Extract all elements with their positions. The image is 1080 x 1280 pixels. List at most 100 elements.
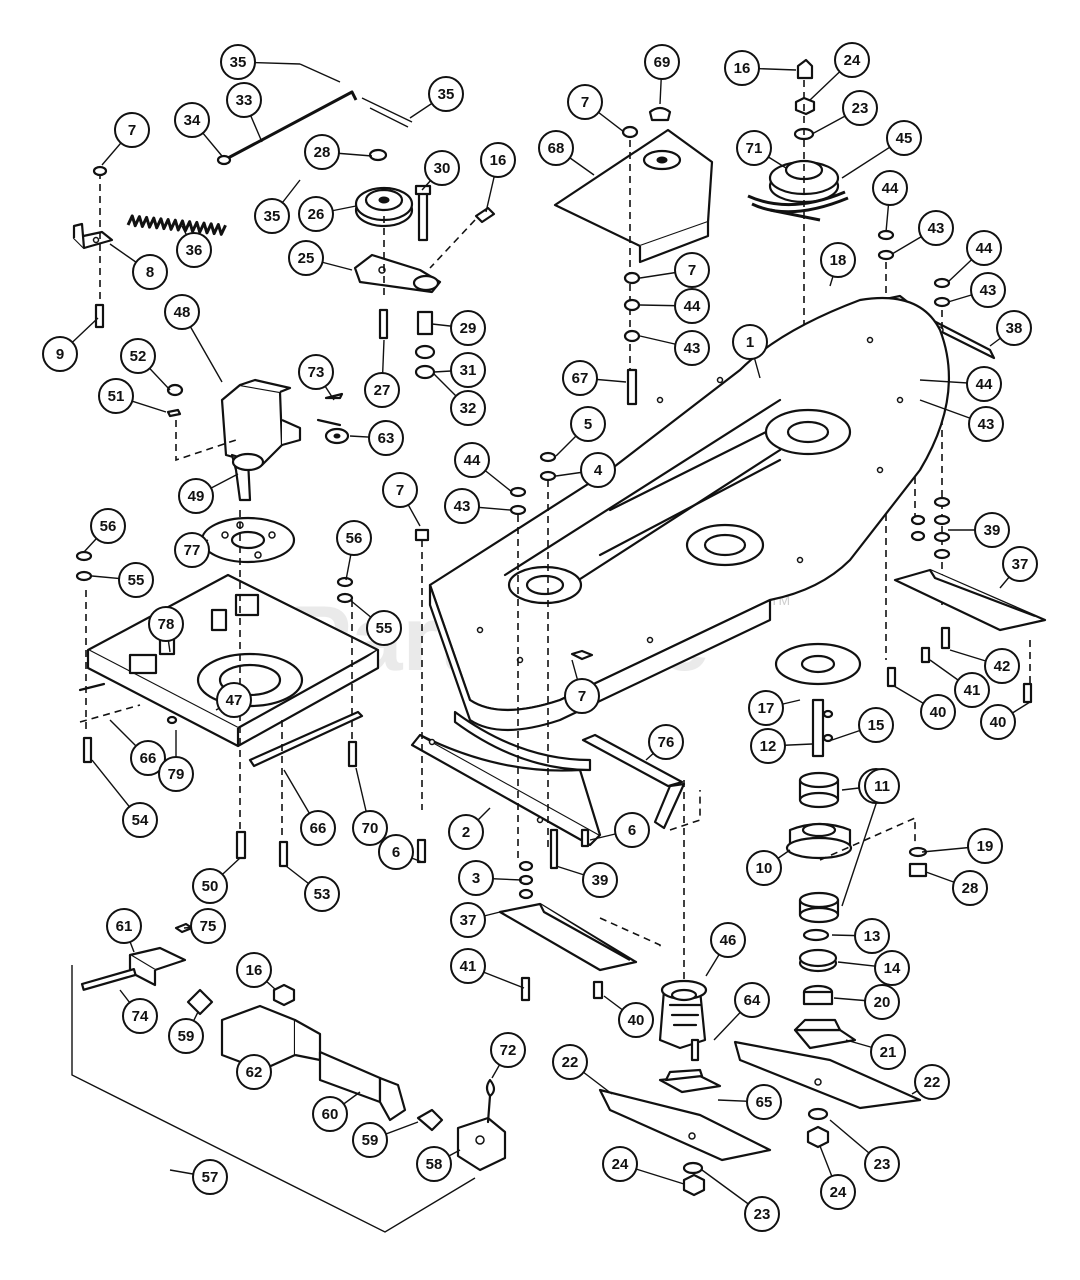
callout-circle [854, 918, 890, 954]
callout-number: 18 [830, 252, 847, 269]
callout-number: 3 [472, 870, 480, 887]
callout-4: 4 [555, 452, 616, 488]
callout-37: 37 [450, 902, 501, 938]
callout-circle [220, 44, 256, 80]
callout-circle [130, 740, 166, 776]
callout-number: 5 [584, 416, 592, 433]
callout-number: 33 [236, 92, 253, 109]
callout-10: 10 [746, 849, 791, 886]
callout-circle [352, 1122, 388, 1158]
callout-40: 40 [603, 995, 654, 1038]
callout-44: 44 [639, 288, 710, 324]
callout-number: 14 [884, 960, 901, 977]
callout-46: 46 [705, 922, 746, 977]
callout-39: 39 [948, 512, 1010, 548]
callout-number: 15 [868, 717, 885, 734]
callout-circle [42, 336, 78, 372]
callout-number: 57 [202, 1169, 219, 1186]
callout-31: 31 [433, 352, 486, 388]
callout-number: 76 [658, 734, 675, 751]
callout-circle [618, 1002, 654, 1038]
callout-48: 48 [164, 294, 223, 383]
callout-circle [1002, 546, 1038, 582]
callout-44: 44 [454, 442, 513, 493]
callout-circle [192, 1159, 228, 1195]
callout-circle [450, 390, 486, 426]
callout-circle [562, 360, 598, 396]
callout-circle [864, 768, 900, 804]
callout-circle [864, 984, 900, 1020]
callout-number: 16 [490, 152, 507, 169]
callout-70: 70 [352, 767, 388, 846]
callout-number: 64 [744, 992, 761, 1009]
callout-circle [732, 324, 768, 360]
callout-19: 19 [921, 828, 1003, 864]
callout-17: 17 [748, 690, 801, 726]
callout-number: 54 [132, 812, 149, 829]
callout-circle [674, 252, 710, 288]
callout-number: 24 [830, 1184, 847, 1201]
callout-14: 14 [837, 950, 910, 986]
callout-50: 50 [192, 857, 241, 904]
callout-number: 43 [980, 282, 997, 299]
driveshaft-assembly [71, 922, 507, 1233]
spindle-assembly-right [733, 642, 928, 1149]
spring-bracket [72, 165, 114, 329]
callout-number: 44 [976, 376, 993, 393]
callout-number: 34 [184, 112, 201, 129]
callout-62: 62 [236, 1054, 272, 1090]
callout-number: 53 [314, 886, 331, 903]
callout-40: 40 [980, 701, 1031, 740]
callout-number: 59 [362, 1132, 379, 1149]
callout-1: 1 [732, 324, 768, 379]
callout-number: 24 [844, 52, 861, 69]
callout-circle [176, 232, 212, 268]
callout-56: 56 [336, 520, 372, 581]
callout-54: 54 [91, 759, 158, 838]
callout-circle [132, 254, 168, 290]
callout-16: 16 [724, 50, 797, 86]
idler-pulley-assembly [353, 148, 496, 380]
callout-number: 61 [116, 918, 133, 935]
callout-36: 36 [176, 225, 212, 268]
deck-baffle [410, 710, 602, 847]
height-bracket-left [498, 860, 661, 1002]
callout-number: 58 [426, 1156, 443, 1173]
callout-44: 44 [947, 230, 1002, 283]
callout-circle [298, 196, 334, 232]
callout-circle [734, 982, 770, 1018]
callout-number: 75 [200, 918, 217, 935]
callout-circle [118, 562, 154, 598]
callout-number: 7 [128, 122, 136, 139]
callout-circle [114, 112, 150, 148]
callout-number: 55 [128, 572, 145, 589]
callout-number: 23 [754, 1206, 771, 1223]
belt-cover [553, 106, 714, 406]
callout-number: 66 [140, 750, 157, 767]
callout-43: 43 [444, 488, 511, 524]
callout-33: 33 [226, 82, 263, 143]
callout-circle [918, 210, 954, 246]
callout-number: 36 [186, 242, 203, 259]
callout-number: 69 [654, 54, 671, 71]
callout-circle [450, 352, 486, 388]
callout-circle [304, 134, 340, 170]
callout-circle [644, 44, 680, 80]
callout-circle [254, 198, 290, 234]
callout-number: 41 [460, 958, 477, 975]
callout-circle [750, 728, 786, 764]
callout-24: 24 [819, 1145, 856, 1210]
callout-22: 22 [911, 1064, 950, 1100]
callout-number: 1 [746, 334, 754, 351]
callout-circle [192, 868, 228, 904]
callout-43: 43 [891, 210, 954, 255]
callout-circle [190, 908, 226, 944]
callout-number: 70 [362, 820, 379, 837]
callout-number: 16 [734, 60, 751, 77]
callout-24: 24 [602, 1146, 685, 1185]
callout-number: 41 [964, 682, 981, 699]
callout-number: 73 [308, 364, 325, 381]
callout-circle [970, 272, 1006, 308]
callout-circle [914, 1064, 950, 1100]
